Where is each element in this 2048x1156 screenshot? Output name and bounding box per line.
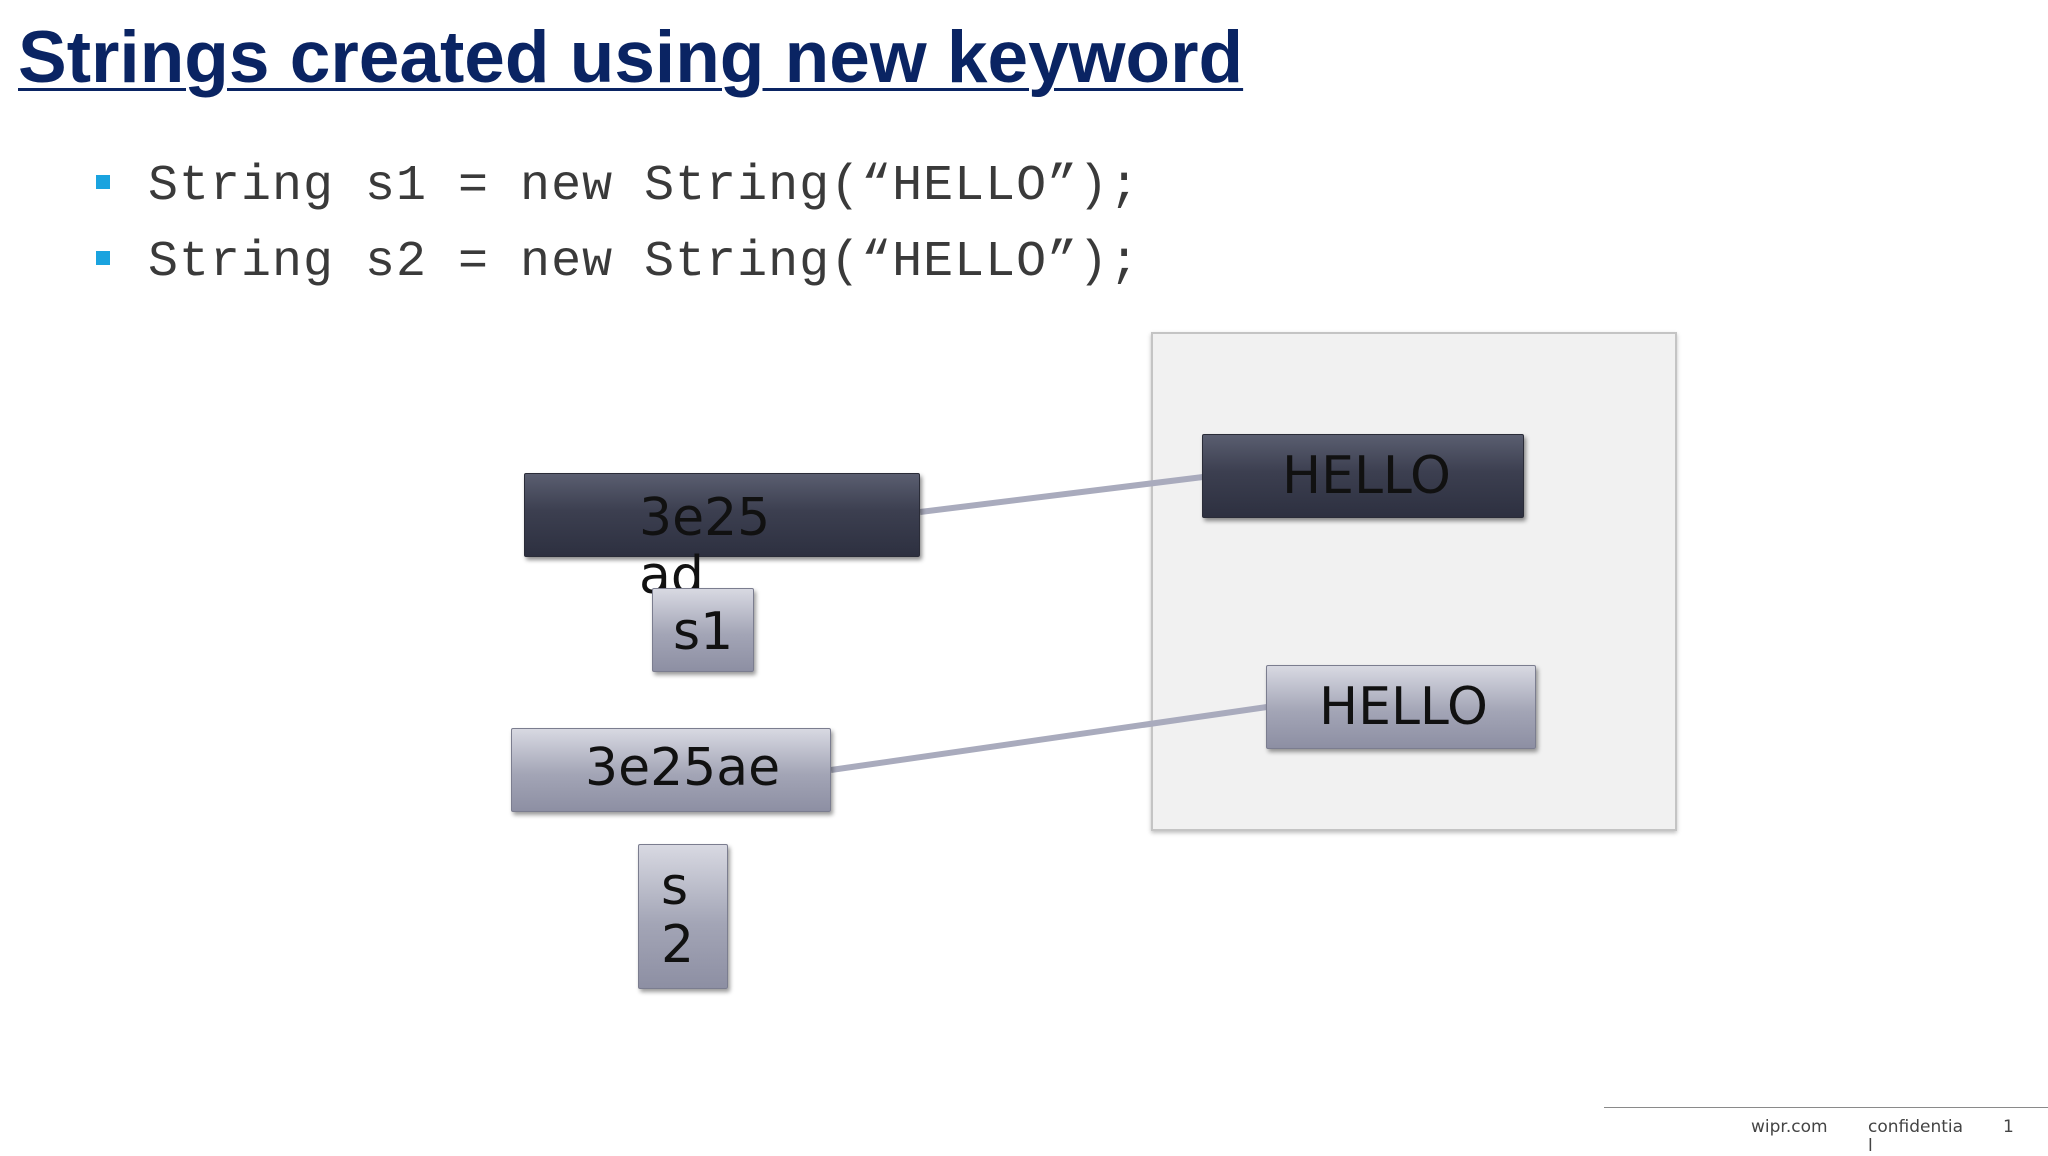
code-bullet-list: String s1 = new String(“HELLO”); String …: [96, 148, 1140, 300]
variable-label-s2: s2: [638, 844, 728, 989]
code-line-s1: String s1 = new String(“HELLO”);: [148, 157, 1141, 215]
footer-confidential: confidential: [1868, 1117, 1964, 1156]
bullet-item: String s1 = new String(“HELLO”);: [96, 148, 1140, 224]
square-bullet-icon: [96, 251, 110, 265]
bullet-item: String s2 = new String(“HELLO”);: [96, 224, 1140, 300]
reference-box-s2: 3e25ae: [511, 728, 831, 812]
heap-object-hello-2: HELLO: [1266, 665, 1536, 749]
heap-object-value-2: HELLO: [1319, 677, 1488, 737]
reference-address-s1: 3e25ad: [639, 488, 771, 607]
slide-title: Strings created using new keyword: [18, 17, 1244, 98]
code-line-s2: String s2 = new String(“HELLO”);: [148, 233, 1141, 291]
variable-label-s1: s1: [652, 588, 754, 672]
variable-name-s1: s1: [673, 602, 734, 662]
heap-object-hello-1: HELLO: [1202, 434, 1524, 518]
footer-page-number: 1: [2003, 1117, 2014, 1137]
heap-object-value-1: HELLO: [1282, 446, 1451, 506]
reference-box-s1: 3e25ad: [524, 473, 920, 605]
heap-area: [1151, 332, 1677, 831]
square-bullet-icon: [96, 175, 110, 189]
footer-divider: [1604, 1107, 2048, 1108]
variable-name-s2: s2: [661, 857, 695, 976]
reference-address-s2: 3e25ae: [585, 738, 781, 798]
footer-brand: wipr.com: [1751, 1117, 1828, 1137]
